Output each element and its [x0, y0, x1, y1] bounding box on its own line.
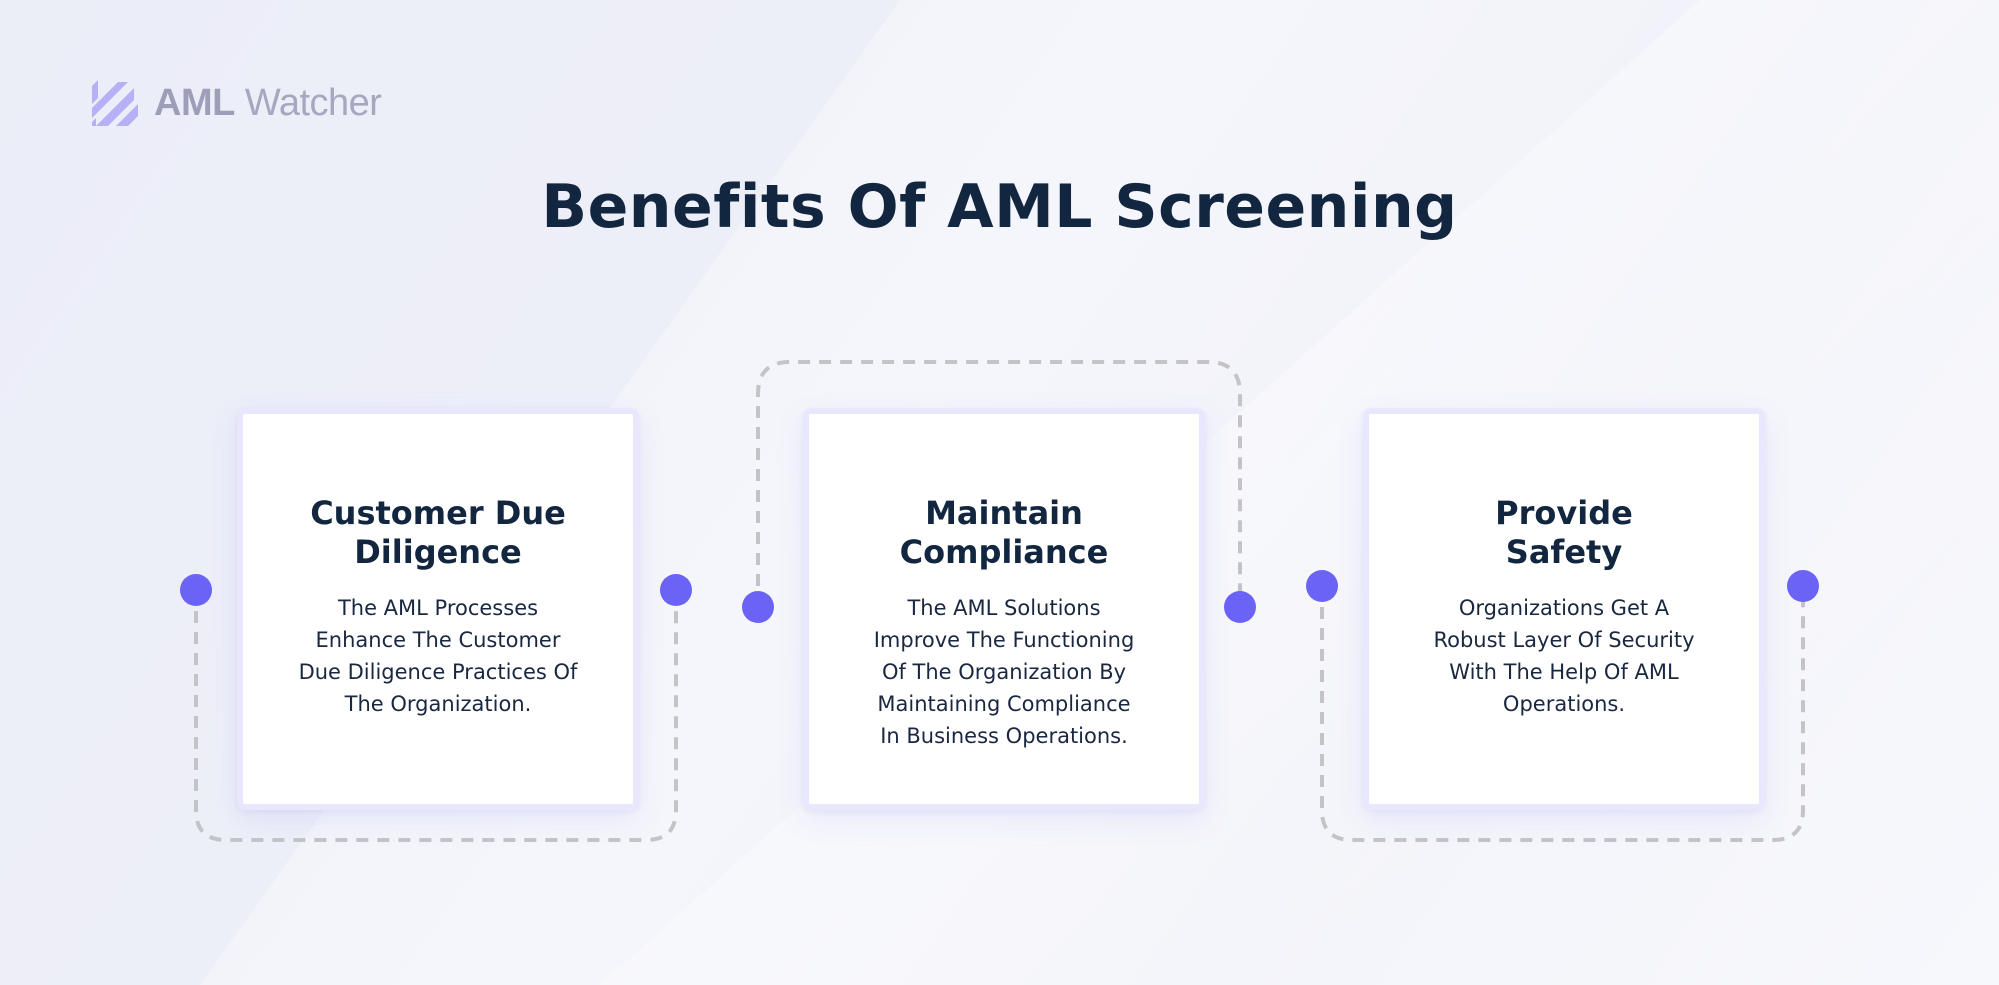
brand-name: AML Watcher [154, 81, 382, 125]
node-dot [660, 574, 692, 606]
page-title: Benefits Of AML Screening [541, 172, 1458, 242]
card-description: The AML Solutions Improve The Functionin… [873, 596, 1135, 748]
benefit-card-provide-safety: Provide Safety Organizations Get A Robus… [1363, 408, 1765, 810]
card-title: Maintain Compliance [899, 494, 1109, 571]
brand-name-light: Watcher [234, 81, 382, 124]
node-dot [742, 591, 774, 623]
node-dot [1224, 591, 1256, 623]
node-dot [180, 574, 212, 606]
connector-card-2 [756, 360, 1242, 607]
connector-card-1 [194, 590, 678, 842]
node-dot [1306, 570, 1338, 602]
striped-slash-icon [92, 80, 138, 126]
card-title: Provide Safety [1495, 494, 1633, 571]
card-description: Organizations Get A Robust Layer Of Secu… [1433, 596, 1695, 716]
connector-card-3 [1320, 586, 1805, 842]
brand-name-bold: AML [154, 81, 235, 124]
benefit-card-maintain-compliance: Maintain Compliance The AML Solutions Im… [803, 408, 1205, 810]
benefit-card-customer-due-diligence: Customer Due Diligence The AML Processes… [237, 408, 639, 810]
card-title: Customer Due Diligence [310, 494, 566, 571]
card-description: The AML Processes Enhance The Customer D… [298, 596, 578, 716]
brand-logo: AML Watcher [90, 78, 382, 128]
node-dot [1787, 570, 1819, 602]
